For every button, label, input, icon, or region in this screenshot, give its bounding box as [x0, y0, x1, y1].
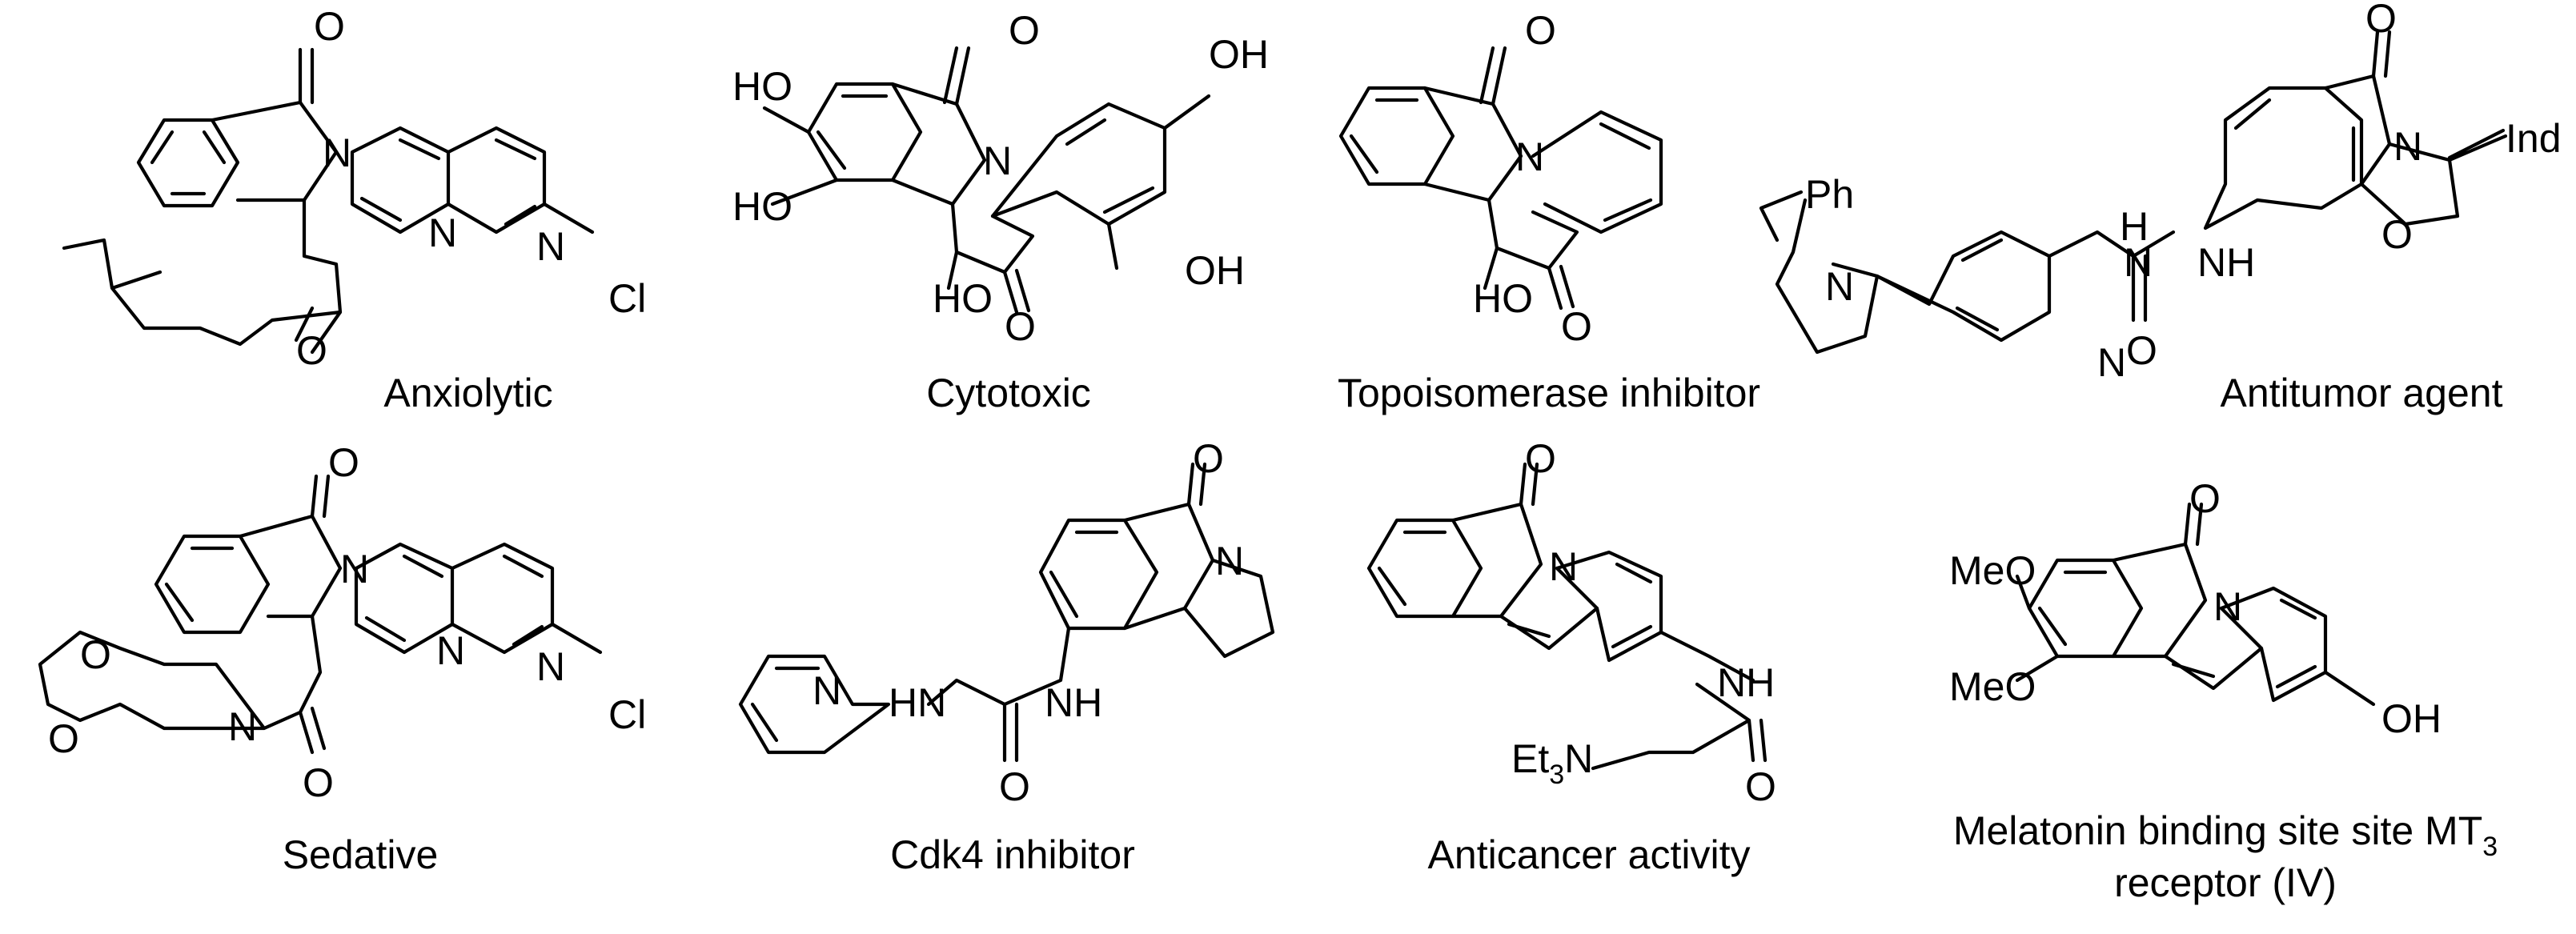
hydroxyl-label: HO — [933, 276, 993, 321]
atom-o: O — [2365, 0, 2397, 41]
indole-label: Ind — [2506, 116, 2562, 161]
atom-o: O — [48, 716, 79, 761]
atom-o: O — [1525, 8, 1556, 53]
hydroxyl-label: HO — [732, 184, 792, 229]
caption-melatonin-binding-site: Melatonin binding site site MT3 — [1953, 808, 2498, 862]
atom-o: O — [314, 4, 345, 49]
amine-label: NH — [2197, 240, 2255, 285]
atom-n: N — [2124, 240, 2153, 285]
caption-antitumor-agent: Antitumor agent — [2221, 371, 2503, 415]
caption-text: Melatonin binding site site MT — [1953, 808, 2482, 853]
compound-cdk4-inhibitor: O N N HN NH O Cdk4 inhibitor — [738, 436, 1275, 877]
atom-o: O — [1745, 764, 1776, 809]
atom-o: O — [328, 440, 359, 485]
atom-n: N — [1549, 544, 1578, 589]
bonds — [1338, 46, 1663, 311]
caption-subscript: 3 — [2482, 832, 2498, 862]
compound-sedative: O N N N Cl O O N O Sedative — [38, 440, 646, 877]
atom-o: O — [296, 328, 327, 373]
atom-o: O — [303, 760, 334, 805]
amine-label: HN — [889, 680, 946, 725]
atom-n: N — [340, 547, 369, 591]
amine-label: NH — [1717, 660, 1775, 705]
hydroxyl-label: OH — [2381, 696, 2442, 741]
atom-n: N — [813, 668, 841, 713]
triethylammonium-label: Et3N — [1511, 736, 1593, 790]
ethyl-text: Et — [1511, 736, 1549, 781]
atom-n: N — [2213, 584, 2242, 629]
compound-cytotoxic: O N HO HO OH OH HO O Cytotoxic — [732, 8, 1269, 415]
atom-n: N — [228, 704, 257, 749]
subscript-text: 3 — [1549, 760, 1564, 790]
atom-o: O — [2189, 476, 2221, 521]
atom-n: N — [1825, 264, 1854, 309]
atom-n: N — [1515, 134, 1544, 179]
hydroxyl-label: HO — [1473, 276, 1533, 321]
caption-topoisomerase-inhibitor: Topoisomerase inhibitor — [1338, 371, 1760, 415]
atom-n: N — [2393, 124, 2422, 169]
bonds — [2015, 502, 2376, 707]
hydroxyl-label: OH — [1209, 32, 1269, 77]
phenyl-label: Ph — [1805, 172, 1854, 217]
atom-n: N — [2097, 340, 2126, 385]
bonds — [738, 462, 1275, 763]
caption-receptor: receptor (IV) — [2114, 860, 2337, 905]
bonds — [62, 47, 595, 355]
atom-n: N — [436, 628, 465, 673]
hydroxyl-label: HO — [732, 64, 792, 109]
atom-n: N — [1215, 539, 1244, 583]
amine-label: NH — [1045, 680, 1102, 725]
caption-sedative: Sedative — [283, 832, 439, 877]
atom-o: O — [80, 632, 111, 677]
atom-o: O — [1009, 8, 1040, 53]
hydroxyl-label: OH — [1185, 248, 1245, 293]
bonds — [1759, 30, 2508, 355]
atom-o: O — [1561, 304, 1592, 349]
bonds — [38, 474, 603, 755]
caption-cdk4-inhibitor: Cdk4 inhibitor — [890, 832, 1135, 877]
atom-o: O — [2126, 328, 2157, 373]
atom-n: N — [428, 210, 457, 255]
atom-h: H — [2120, 204, 2149, 249]
atom-n: N — [536, 224, 565, 269]
atom-n: N — [983, 138, 1012, 183]
atom-o: O — [2381, 212, 2413, 257]
bonds — [1366, 462, 1767, 771]
compound-melatonin-binding: MeO MeO O N OH Melatonin binding site si… — [1949, 476, 2498, 905]
atom-n: N — [536, 644, 565, 689]
compound-anticancer-activity: O N NH Et3N O Anticancer activity — [1366, 436, 1776, 877]
atom-n: N — [1564, 736, 1593, 781]
caption-anticancer-activity: Anticancer activity — [1428, 832, 1751, 877]
atom-cl: Cl — [608, 276, 646, 321]
compound-topoisomerase-inhibitor: O N HO O Topoisomerase inhibitor — [1338, 8, 1760, 415]
compound-antitumor-agent: Ph N N N H O NH O N O Ind Antitumor agen… — [1759, 0, 2562, 415]
atom-o: O — [1005, 304, 1036, 349]
methoxy-label: MeO — [1949, 548, 2036, 593]
methoxy-label: MeO — [1949, 664, 2036, 709]
atom-o: O — [999, 764, 1030, 809]
caption-cytotoxic: Cytotoxic — [926, 371, 1091, 415]
atom-o: O — [1193, 436, 1224, 481]
bonds — [762, 46, 1211, 315]
atom-n: N — [323, 130, 351, 175]
compound-anxiolytic: O N N N Cl O Anxiolytic — [62, 4, 646, 415]
atom-cl: Cl — [608, 692, 646, 737]
atom-o: O — [1525, 436, 1556, 481]
caption-anxiolytic: Anxiolytic — [383, 371, 552, 415]
